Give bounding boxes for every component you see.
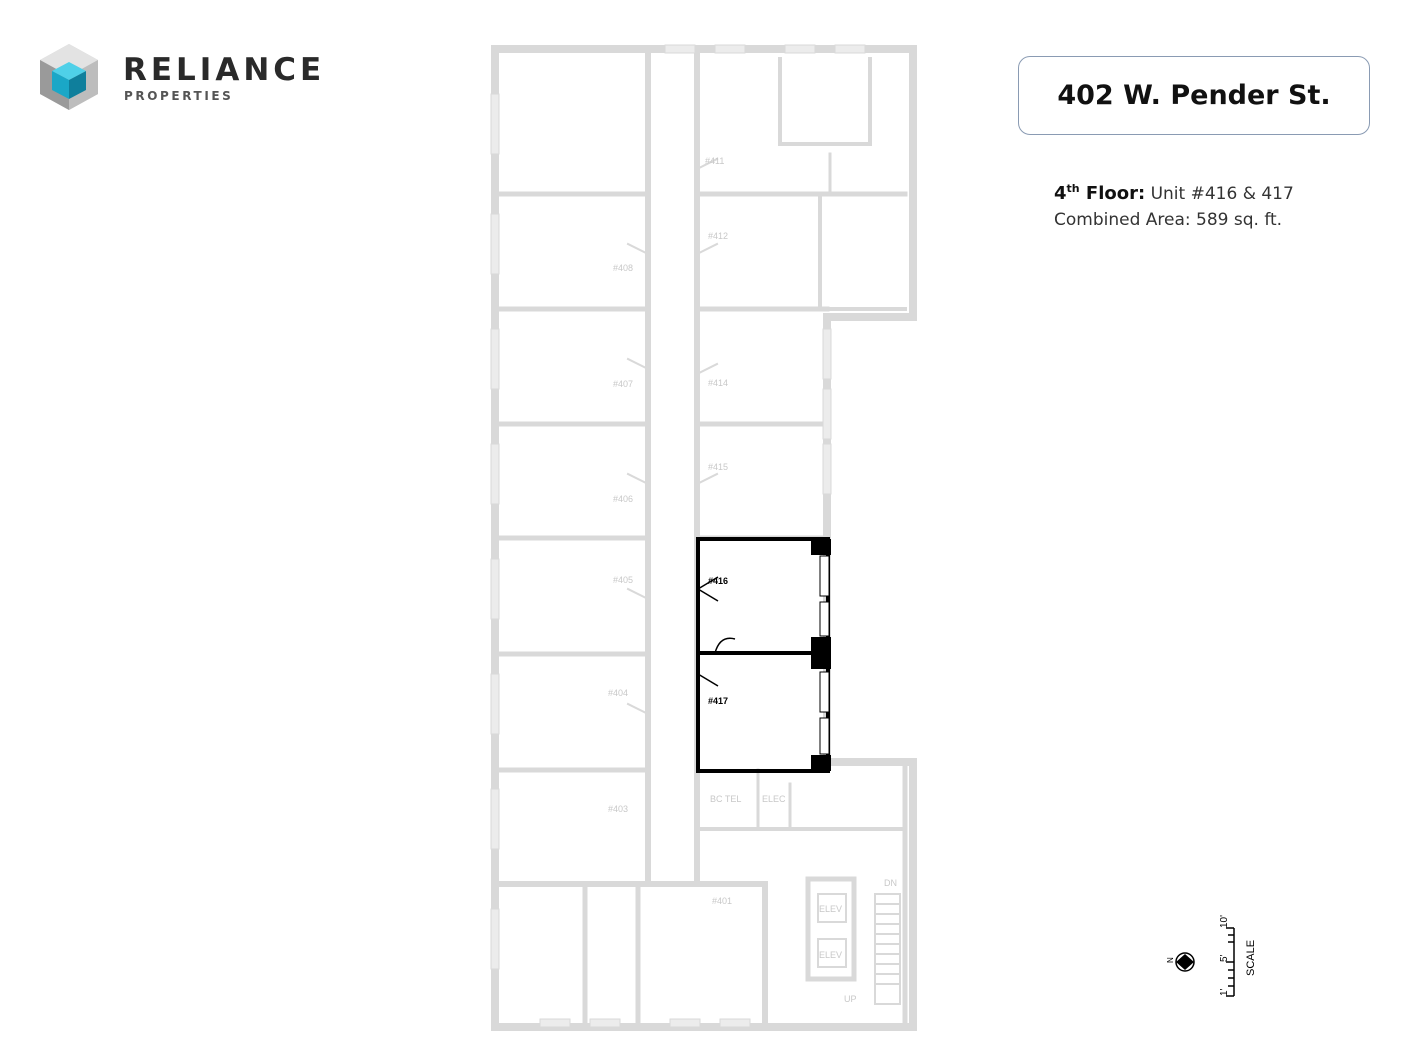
room-label-403: #403	[608, 804, 628, 814]
north-arrow-icon: N	[1166, 952, 1195, 972]
address-title: 402 W. Pender St.	[1057, 80, 1331, 111]
floor-label: 4th Floor:	[1054, 182, 1146, 204]
room-label-405: #405	[613, 575, 633, 585]
room-label-407: #407	[613, 379, 633, 389]
room-label-401: #401	[712, 896, 732, 906]
room-label-414: #414	[708, 378, 728, 388]
address-title-box: 402 W. Pender St.	[1018, 56, 1370, 135]
floor-line: 4th Floor: Unit #416 & 417	[1054, 176, 1294, 207]
brand-name: RELIANCE	[123, 52, 326, 88]
brand-subtitle: PROPERTIES	[124, 89, 234, 103]
room-label-416: #416	[708, 576, 728, 586]
scale-tick-10: 10'	[1219, 915, 1230, 928]
floor-word: Floor:	[1085, 183, 1146, 204]
room-label-404: #404	[608, 688, 628, 698]
reliance-logo: RELIANCE PROPERTIES	[36, 42, 336, 122]
scale-tick-1: 1'	[1219, 988, 1230, 996]
scale-tick-5: 5'	[1219, 954, 1230, 962]
stairs-down-label: DN	[884, 878, 897, 888]
windows	[490, 44, 866, 1028]
room-label-417: #417	[708, 696, 728, 706]
floor-ordinal: th	[1066, 182, 1080, 195]
combined-area: Combined Area: 589 sq. ft.	[1054, 210, 1283, 230]
elevator-label-2: ELEV	[819, 950, 842, 960]
building-walls	[491, 45, 917, 1031]
highlighted-units	[696, 537, 831, 773]
scale-bar: N 10' 5' 1' SCALE	[1166, 915, 1257, 997]
stairs-up-label: UP	[844, 994, 857, 1004]
room-label-408: #408	[613, 263, 633, 273]
cube-logo-icon	[40, 44, 98, 110]
north-label: N	[1166, 957, 1175, 963]
elec-label: ELEC	[762, 794, 786, 804]
room-label-411: #411	[705, 156, 724, 166]
scale-label: SCALE	[1245, 940, 1257, 976]
room-label-415: #415	[708, 462, 728, 472]
bc-tel-label: BC TEL	[710, 794, 741, 804]
room-label-406: #406	[613, 494, 633, 504]
unit-numbers: Unit #416 & 417	[1150, 184, 1294, 204]
floor-info: 4th Floor: Unit #416 & 417 Combined Area…	[1054, 176, 1294, 233]
room-label-412: #412	[708, 231, 728, 241]
elevator-label-1: ELEV	[819, 904, 842, 914]
floor-plan: #411 #412 #408 #407 #414 #406 #415 #405 …	[490, 44, 917, 1031]
floor-number: 4	[1054, 183, 1067, 204]
